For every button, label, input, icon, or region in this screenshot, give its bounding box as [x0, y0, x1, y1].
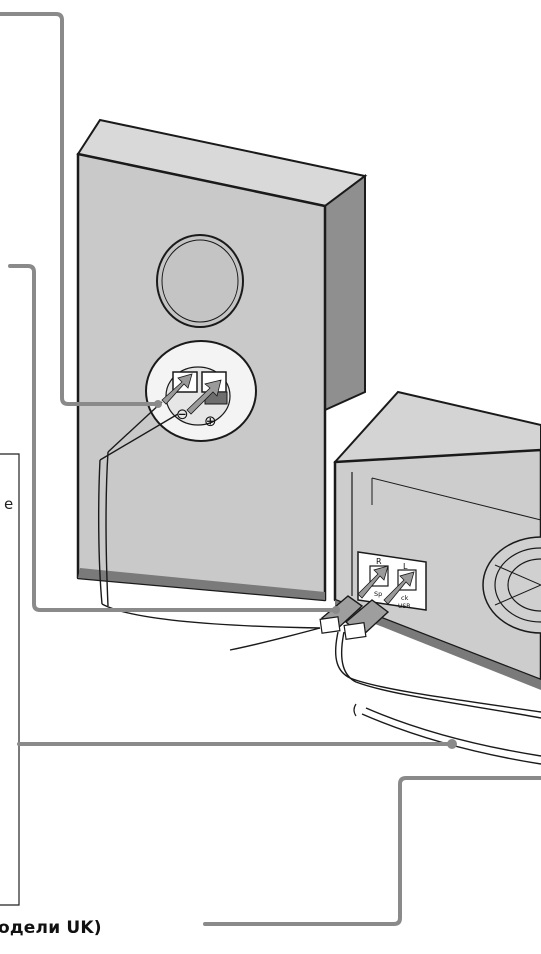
callout-side-text: e — [4, 495, 13, 513]
speaker-label-2: ck — [401, 594, 409, 602]
insert-arrow-minus — [161, 373, 193, 405]
terminal-minus: ⊖ — [176, 405, 189, 423]
usb-label: USB — [398, 603, 410, 610]
bass-port — [156, 234, 244, 328]
leader-dot-speaker — [154, 400, 162, 408]
insert-arrow-l — [383, 571, 415, 605]
speaker-connectors — [319, 595, 390, 641]
bottom-caption: одели UK) — [0, 918, 102, 938]
leader-line-unit-jack — [8, 264, 338, 612]
main-unit: R L Sp ck USB — [229, 390, 541, 765]
insert-arrow-r — [357, 565, 389, 599]
channel-l-label: L — [403, 562, 408, 571]
speaker-terminal-plate: ⊖ ⊕ — [145, 340, 257, 442]
cooling-fan — [482, 536, 541, 634]
leader-dot-unit — [332, 606, 340, 614]
leader-lines — [0, 12, 541, 926]
speaker-label-1: Sp — [374, 590, 382, 598]
leader-dot-power — [447, 739, 457, 749]
terminal-plus: ⊕ — [204, 412, 217, 430]
leader-line-bottom — [203, 776, 541, 926]
callout-box: e — [0, 453, 20, 906]
speaker-jack-panel: R L Sp ck USB — [357, 551, 427, 611]
channel-r-label: R — [376, 557, 382, 566]
insert-arrow-plus — [186, 379, 222, 415]
leader-line-speaker-terminal — [0, 12, 160, 406]
